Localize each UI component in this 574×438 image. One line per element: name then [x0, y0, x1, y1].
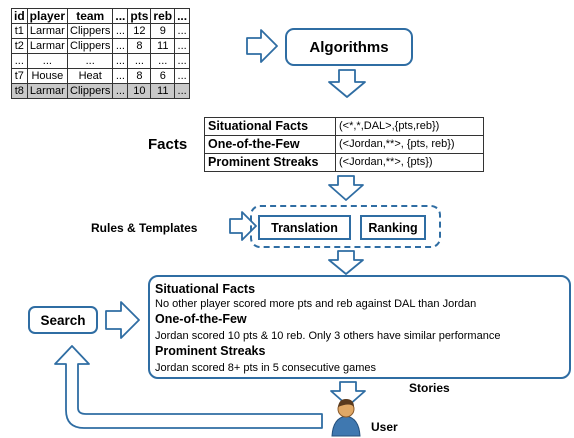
stories-label: Stories [409, 381, 450, 395]
table-cell: ... [174, 68, 191, 84]
story-title: Prominent Streaks [155, 344, 266, 358]
down-arrow-icon [330, 381, 366, 407]
table-cell: Larmar [26, 23, 69, 39]
table-row: t7 House Heat ... 8 6 ... [11, 68, 191, 84]
fact-row: Prominent Streaks (<Jordan,**>, {pts}) [204, 153, 484, 172]
search-box: Search [28, 306, 98, 334]
right-arrow-icon [105, 301, 140, 339]
table-cell: 8 [127, 68, 152, 84]
fact-name: Situational Facts [204, 117, 336, 136]
table-cell: 8 [127, 38, 152, 54]
fact-row: One-of-the-Few (<Jordan,**>, {pts, reb}) [204, 135, 484, 154]
story-text: No other player scored more pts and reb … [155, 298, 477, 310]
translation-label: Translation [271, 220, 338, 235]
user-label: User [371, 420, 398, 434]
search-label: Search [40, 312, 86, 328]
table-cell: ... [112, 38, 129, 54]
table-cell: ... [112, 83, 129, 99]
table-cell: Larmar [26, 83, 69, 99]
input-data-table: id player team ... pts reb ... t1 Larmar… [11, 8, 191, 99]
fact-name: Prominent Streaks [204, 153, 336, 172]
fact-row: Situational Facts (<*,*,DAL>,{pts,reb}) [204, 117, 484, 136]
right-arrow-icon [246, 29, 278, 63]
down-arrow-icon [328, 175, 364, 201]
story-text: Jordan scored 10 pts & 10 reb. Only 3 ot… [155, 330, 501, 342]
up-arrow-icon [54, 345, 323, 429]
ranking-label: Ranking [368, 220, 418, 235]
story-title: One-of-the-Few [155, 312, 247, 326]
fact-value: (<Jordan,**>, {pts, reb}) [335, 135, 484, 154]
user-icon [331, 399, 361, 437]
table-cell: ... [174, 83, 191, 99]
rules-templates-label: Rules & Templates [91, 221, 198, 235]
algorithms-label: Algorithms [309, 38, 389, 56]
right-arrow-icon [229, 211, 257, 241]
column-header: pts [127, 8, 152, 24]
fact-name: One-of-the-Few [204, 135, 336, 154]
down-arrow-icon [328, 69, 366, 98]
stories-box: Situational Facts No other player scored… [148, 275, 571, 379]
column-header: team [67, 8, 114, 24]
table-cell: Clippers [67, 23, 114, 39]
facts-table: Situational Facts (<*,*,DAL>,{pts,reb}) … [204, 117, 484, 172]
story-text: Jordan scored 8+ pts in 5 consecutive ga… [155, 362, 377, 374]
fact-value: (<*,*,DAL>,{pts,reb}) [335, 117, 484, 136]
translation-ranking-group [250, 205, 441, 248]
table-row-highlighted: t8 Larmar Clippers ... 10 11 ... [11, 83, 191, 99]
table-cell: 12 [127, 23, 152, 39]
table-row: ... ... ... ... ... ... ... [11, 53, 191, 69]
table-header-row: id player team ... pts reb ... [11, 8, 191, 24]
table-cell: Clippers [67, 83, 114, 99]
down-arrow-icon [328, 250, 364, 275]
story-title: Situational Facts [155, 282, 256, 296]
translation-box: Translation [258, 215, 351, 240]
table-cell: 10 [127, 83, 152, 99]
table-row: t1 Larmar Clippers ... 12 9 ... [11, 23, 191, 39]
table-cell: 11 [150, 83, 176, 99]
table-cell: Heat [67, 68, 114, 84]
algorithms-box: Algorithms [285, 28, 413, 66]
table-cell: t8 [11, 83, 28, 99]
fact-value: (<Jordan,**>, {pts}) [335, 153, 484, 172]
facts-label: Facts [148, 136, 188, 153]
ranking-box: Ranking [360, 215, 426, 240]
